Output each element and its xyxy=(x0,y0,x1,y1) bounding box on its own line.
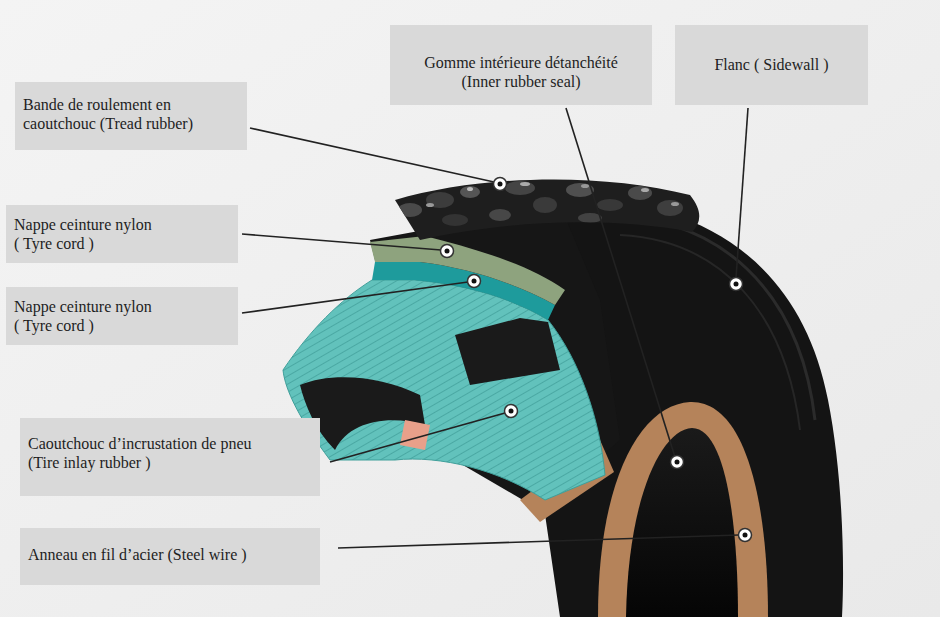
carcass-fabric xyxy=(283,280,605,500)
callout-dot xyxy=(739,529,752,542)
part-label: Bande de roulement en caoutchouc (Tread … xyxy=(23,95,218,133)
leader-line xyxy=(242,282,468,313)
leader-line xyxy=(242,234,441,250)
bead-ring xyxy=(598,402,768,617)
leader-line xyxy=(250,128,494,182)
sidewall-ridge xyxy=(620,235,800,430)
callout-dot xyxy=(468,275,481,288)
callout-dot xyxy=(505,405,518,418)
leader-line xyxy=(338,535,739,548)
part-label: Anneau en fil d’acier (Steel wire ) xyxy=(28,545,308,564)
part-label: Caoutchouc d’incrustation de pneu (Tire … xyxy=(28,434,278,472)
label-box: Gomme intérieure détanchéité (Inner rubb… xyxy=(390,25,652,105)
label-box: Nappe ceinture nylon ( Tyre cord ) xyxy=(6,205,238,263)
part-label: Gomme intérieure détanchéité (Inner rubb… xyxy=(410,53,632,91)
part-label: Flanc ( Sidewall ) xyxy=(714,55,828,74)
label-box: Anneau en fil d’acier (Steel wire ) xyxy=(20,528,320,585)
label-box: Flanc ( Sidewall ) xyxy=(675,25,868,105)
label-box: Bande de roulement en caoutchouc (Tread … xyxy=(15,82,247,150)
tread xyxy=(395,179,699,240)
leader-line xyxy=(330,413,505,462)
shoulder xyxy=(455,318,560,385)
inner-liner xyxy=(626,428,738,617)
tread-texture xyxy=(398,181,683,226)
callout-dot xyxy=(494,178,507,191)
label-box: Nappe ceinture nylon ( Tyre cord ) xyxy=(6,287,238,345)
leader-line xyxy=(566,108,675,457)
callout-dot xyxy=(671,456,684,469)
part-label: Nappe ceinture nylon ( Tyre cord ) xyxy=(14,297,154,335)
callout-dot xyxy=(441,245,454,258)
part-label: Nappe ceinture nylon ( Tyre cord ) xyxy=(14,215,154,253)
leader-line xyxy=(736,108,748,278)
callout-dot xyxy=(730,278,743,291)
callout-dots xyxy=(441,178,752,542)
label-box: Caoutchouc d’incrustation de pneu (Tire … xyxy=(20,418,320,496)
